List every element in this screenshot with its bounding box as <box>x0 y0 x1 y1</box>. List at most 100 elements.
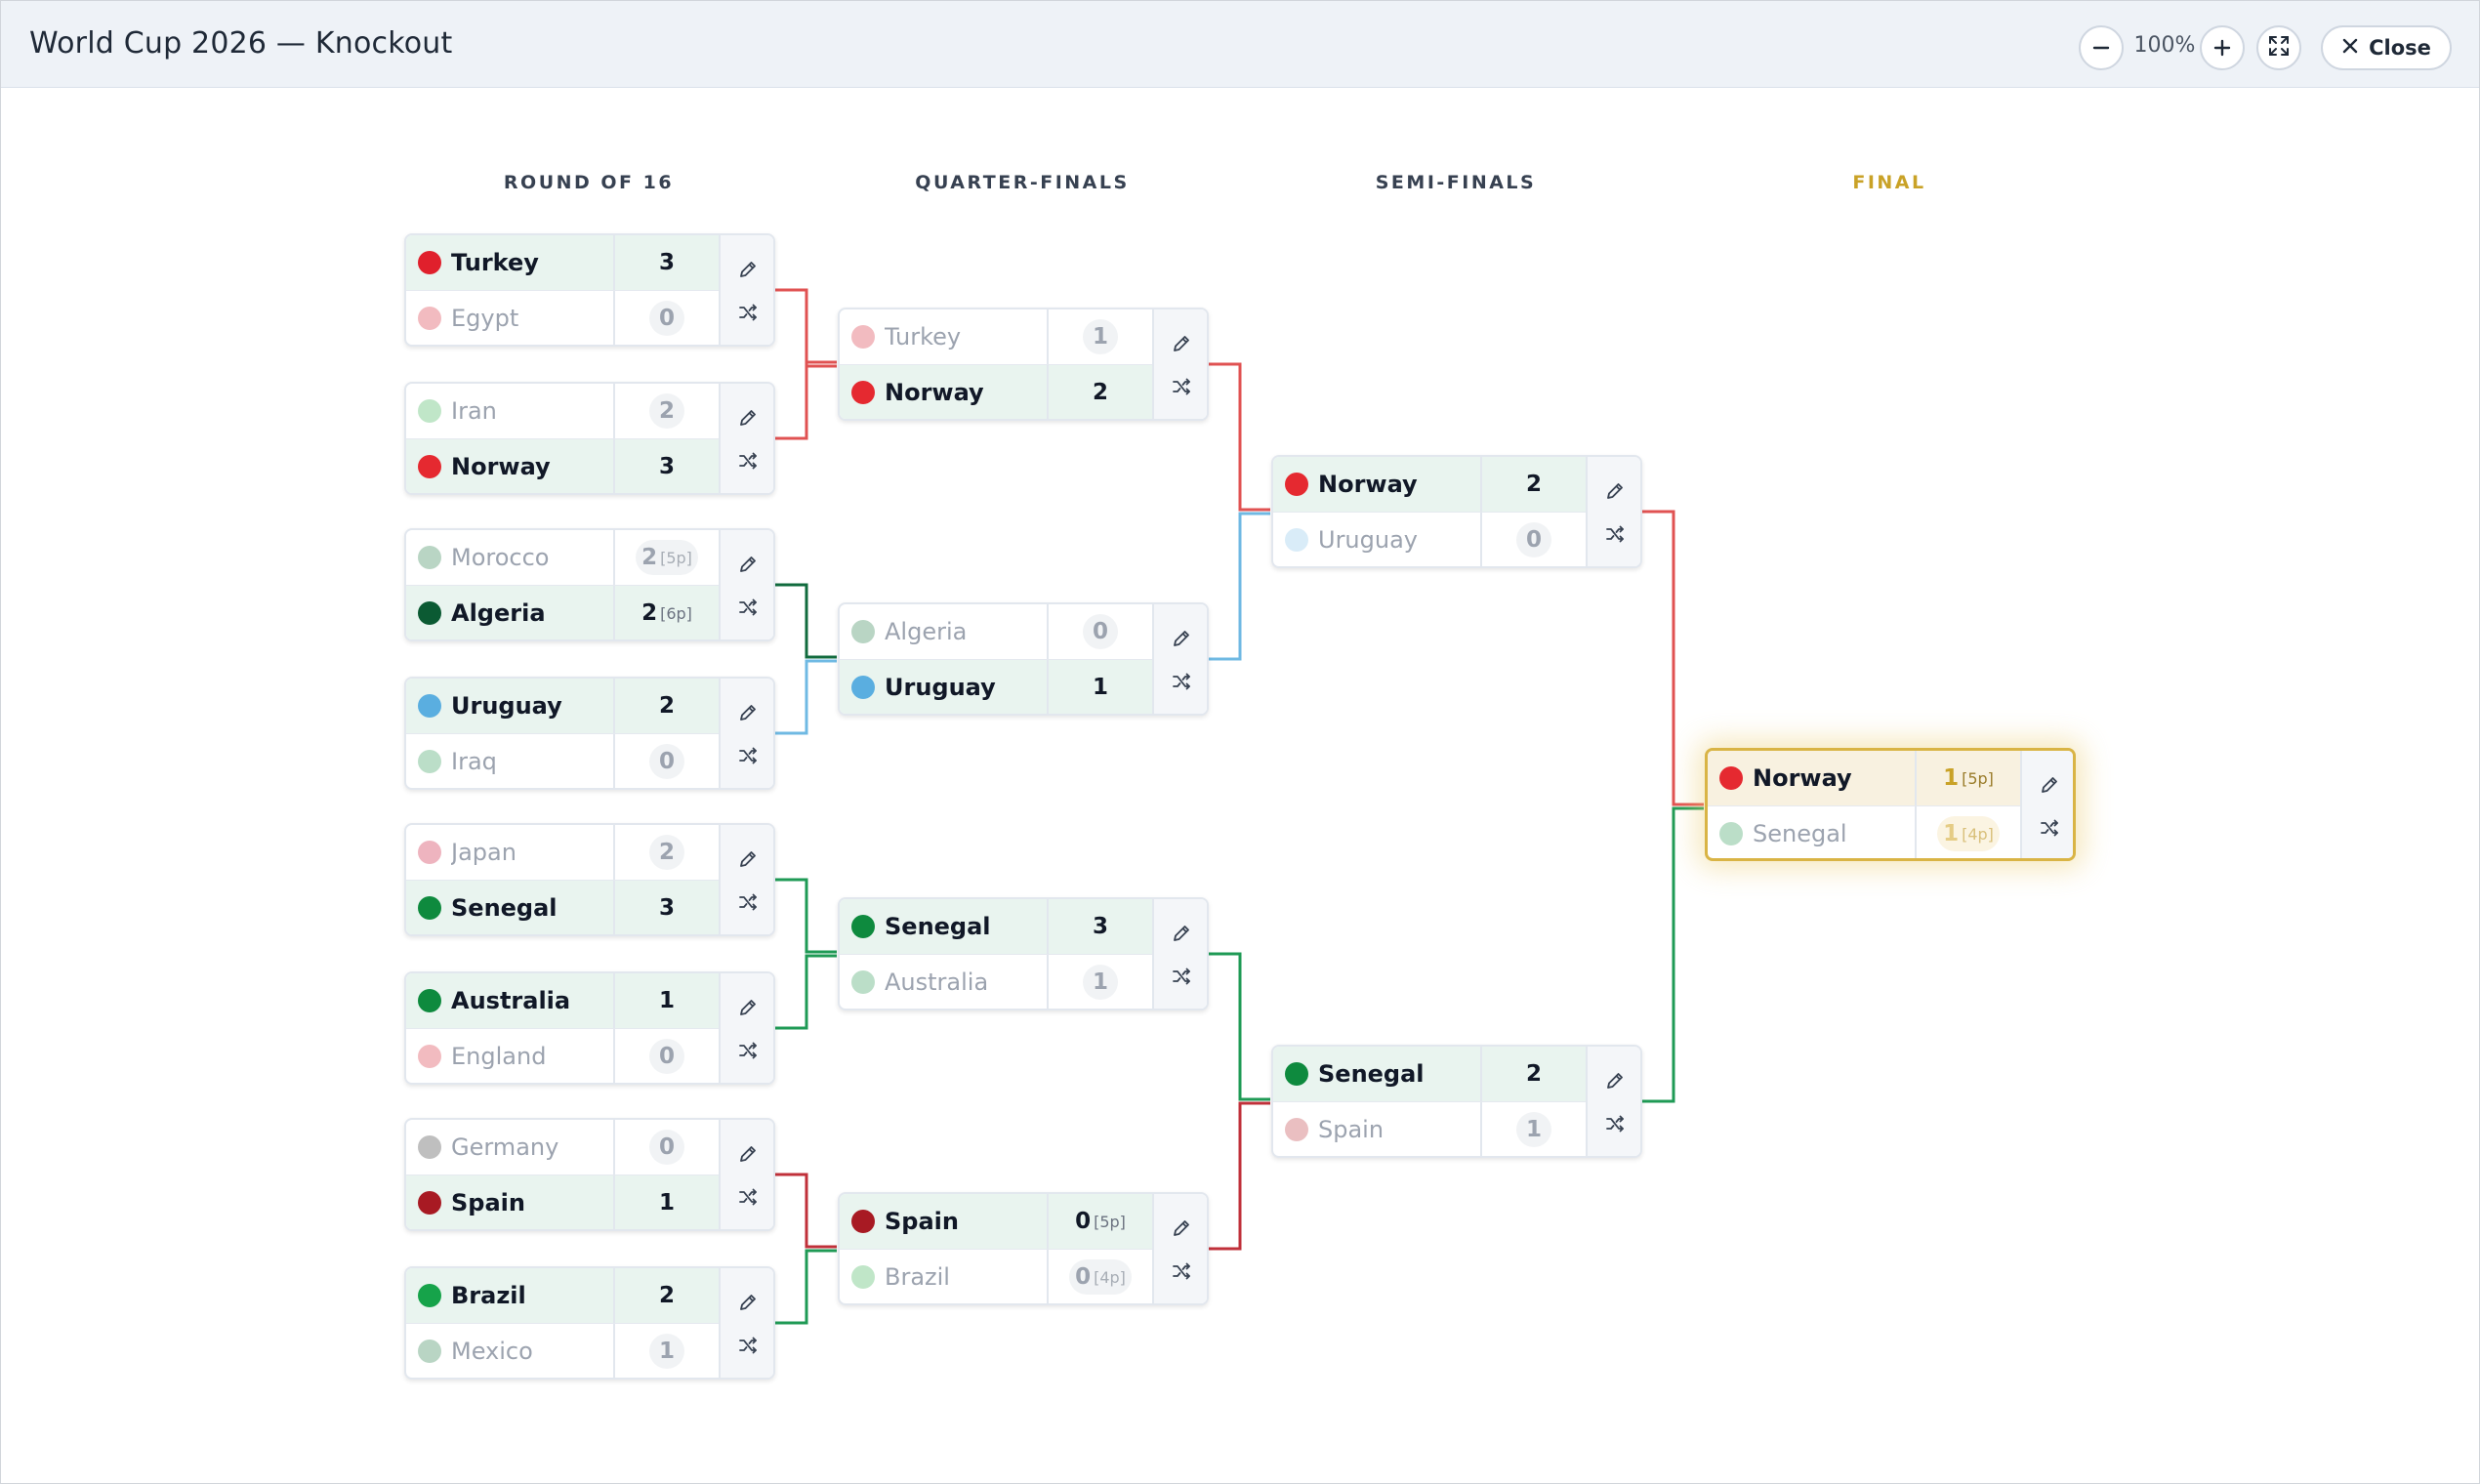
score-cell: 3 <box>613 439 719 493</box>
team-color-dot <box>418 1284 441 1307</box>
edit-pencil-icon[interactable] <box>2035 770 2064 800</box>
shuffle-icon[interactable] <box>733 887 763 917</box>
team-row[interactable]: Iraq 0 <box>406 734 719 788</box>
shuffle-icon[interactable] <box>1167 962 1196 991</box>
shuffle-icon[interactable] <box>1600 1109 1630 1138</box>
team-color-dot <box>418 1045 441 1068</box>
connector-r16-qf1 <box>775 288 837 440</box>
expand-icon <box>2268 34 2290 62</box>
team-name: Senegal <box>1318 1060 1425 1088</box>
penalty-score: [6p] <box>660 603 692 623</box>
connector-r16-qf2 <box>775 583 837 735</box>
shuffle-icon[interactable] <box>733 593 763 622</box>
shuffle-icon[interactable] <box>1167 372 1196 401</box>
shuffle-icon[interactable] <box>733 1182 763 1212</box>
team-color-dot <box>1285 528 1308 552</box>
score-cell: 1 <box>613 1175 719 1229</box>
shuffle-icon[interactable] <box>1600 519 1630 549</box>
team-name: Iraq <box>451 748 497 775</box>
shuffle-icon[interactable] <box>733 741 763 770</box>
edit-pencil-icon[interactable] <box>733 993 763 1022</box>
score-value: 1 <box>1092 969 1108 995</box>
team-score: 1 <box>649 983 684 1018</box>
score-cell: 2 <box>613 384 719 438</box>
match-actions <box>1152 309 1207 419</box>
fullscreen-button[interactable] <box>2256 25 2301 70</box>
edit-pencil-icon[interactable] <box>733 1288 763 1317</box>
penalty-score: [5p] <box>1094 1212 1126 1231</box>
zoom-out-button[interactable] <box>2079 25 2124 70</box>
shuffle-icon[interactable] <box>733 1331 763 1360</box>
edit-pencil-icon[interactable] <box>1167 624 1196 653</box>
team-color-dot <box>851 970 875 994</box>
shuffle-icon[interactable] <box>2035 813 2064 843</box>
team-score: 0 <box>649 1039 684 1074</box>
edit-pencil-icon[interactable] <box>733 698 763 727</box>
shuffle-icon[interactable] <box>1167 667 1196 696</box>
edit-pencil-icon[interactable] <box>733 255 763 284</box>
score-cell: 2 <box>613 679 719 733</box>
team-score: 0 <box>649 744 684 779</box>
team-score: 3 <box>649 449 684 484</box>
score-value: 0 <box>658 749 675 774</box>
match-actions <box>1586 457 1640 566</box>
zoom-in-button[interactable] <box>2200 25 2245 70</box>
edit-pencil-icon[interactable] <box>1600 1066 1630 1095</box>
score-cell: 1[5p] <box>1915 751 2020 805</box>
edit-pencil-icon[interactable] <box>733 550 763 579</box>
team-name: Japan <box>451 839 517 866</box>
edit-pencil-icon[interactable] <box>1167 919 1196 948</box>
team-score: 2[6p] <box>636 596 698 631</box>
team-score: 1 <box>649 1185 684 1220</box>
edit-pencil-icon[interactable] <box>733 845 763 874</box>
shuffle-icon[interactable] <box>1167 1257 1196 1286</box>
score-cell: 2 <box>613 825 719 880</box>
score-value: 1 <box>1092 324 1108 350</box>
team-row[interactable]: Japan 2 <box>406 825 719 881</box>
edit-pencil-icon[interactable] <box>733 1139 763 1169</box>
edit-pencil-icon[interactable] <box>733 403 763 433</box>
shuffle-icon[interactable] <box>733 298 763 327</box>
close-button[interactable]: Close <box>2321 25 2452 70</box>
edit-pencil-icon[interactable] <box>1167 1214 1196 1243</box>
edit-pencil-icon[interactable] <box>1167 329 1196 358</box>
shuffle-icon[interactable] <box>733 1036 763 1065</box>
score-cell: 2[6p] <box>613 586 719 639</box>
team-color-dot <box>1285 1118 1308 1141</box>
team-color-dot <box>418 251 441 274</box>
edit-pencil-icon[interactable] <box>1600 476 1630 506</box>
team-color-dot <box>418 601 441 625</box>
shuffle-icon[interactable] <box>733 446 763 475</box>
